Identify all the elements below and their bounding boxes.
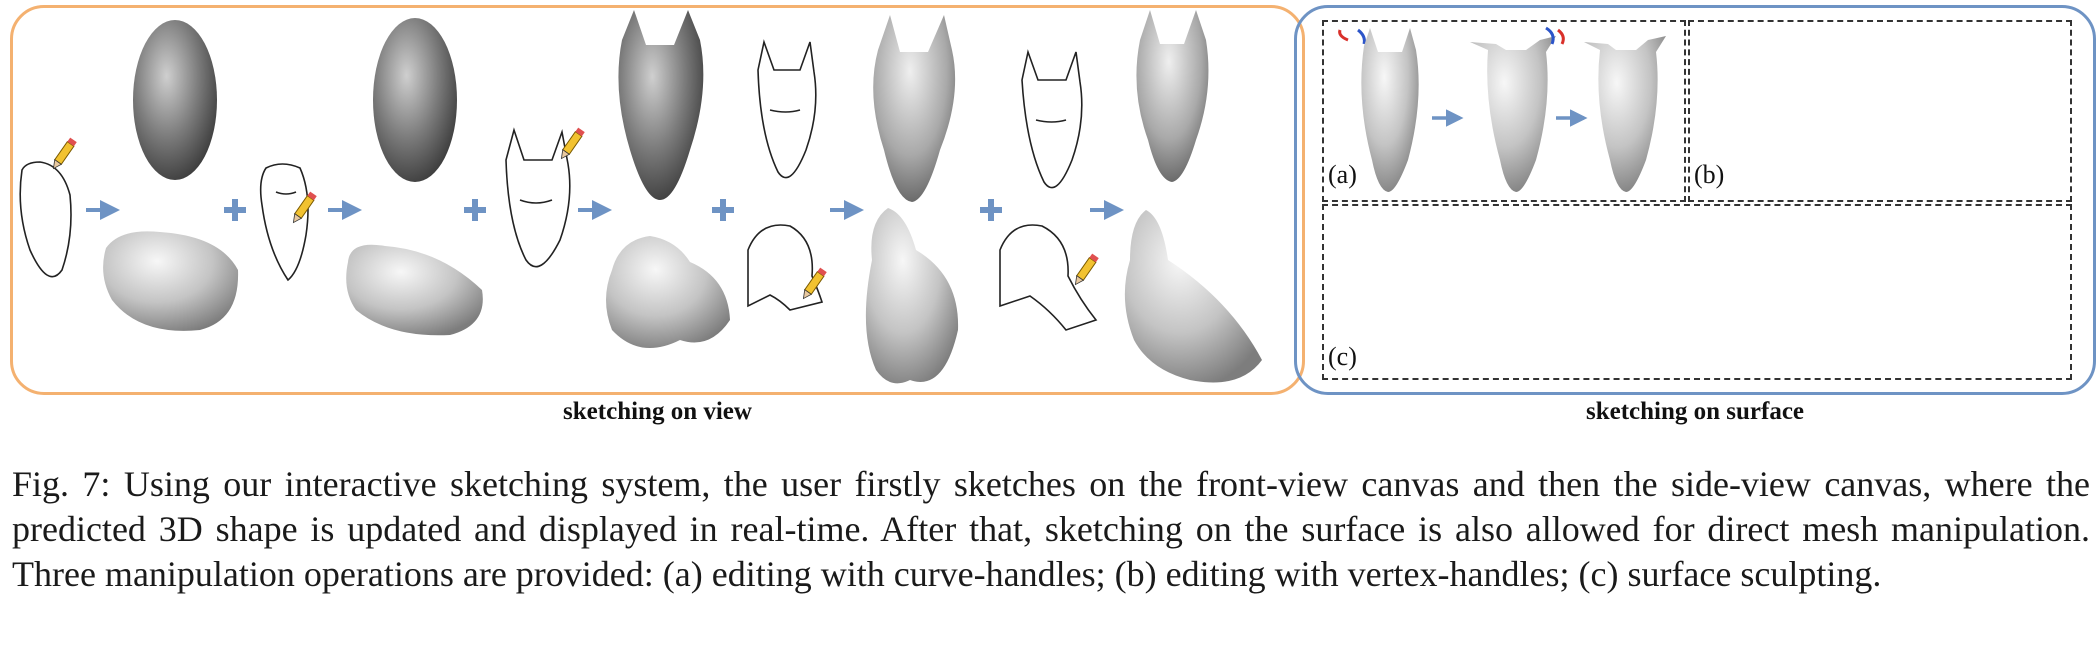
- shape-side-3: [606, 236, 730, 348]
- front-sketch-3: [505, 127, 571, 268]
- shape-front-3: [618, 10, 704, 200]
- pencil-icon: [52, 137, 77, 170]
- front-sketch-1: [19, 161, 72, 278]
- subpanel-a: [1322, 20, 1686, 202]
- shape-front-5: [1136, 10, 1209, 182]
- subpanel-a-label: (a): [1328, 160, 1357, 189]
- front-sketch-4: [757, 39, 817, 179]
- subpanel-a-content: [1338, 26, 1666, 192]
- sketching-on-view-panel: [10, 5, 1305, 395]
- subpanel-c: [1322, 204, 2072, 380]
- front-sketch-5: [1021, 49, 1083, 189]
- side-sketch-2: [999, 224, 1098, 331]
- subpanel-b: [1688, 20, 2072, 202]
- left-panel-caption: sketching on view: [563, 398, 752, 425]
- shape-front-4: [873, 15, 956, 202]
- sketching-on-surface-panel: [1294, 5, 2096, 395]
- subpanel-c-label: (c): [1328, 342, 1357, 371]
- shape-front-2: [373, 18, 457, 182]
- figure-caption: Fig. 7: Using our interactive sketching …: [12, 464, 2090, 594]
- plus-icon: [980, 199, 1002, 221]
- shape-side-1: [103, 231, 239, 331]
- plus-icon: [224, 199, 246, 221]
- shape-side-5: [1124, 210, 1262, 383]
- shape-side-2: [346, 244, 483, 336]
- front-sketch-2: [259, 163, 309, 282]
- shape-side-4: [865, 208, 959, 384]
- plus-icon: [712, 199, 734, 221]
- subpanel-b-label: (b): [1694, 160, 1725, 189]
- right-panel-caption: sketching on surface: [1585, 398, 1805, 425]
- shape-front-1: [133, 20, 217, 180]
- side-sketch-1: [747, 224, 824, 311]
- plus-icon: [464, 199, 486, 221]
